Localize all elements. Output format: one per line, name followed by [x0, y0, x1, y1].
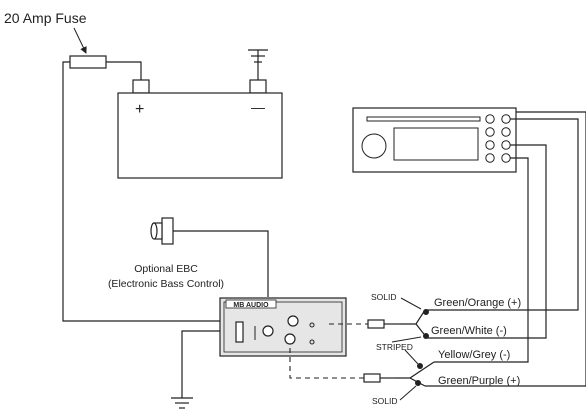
rca-plug-lower [363, 373, 395, 383]
split-dot-lower-solid [415, 380, 421, 386]
solid-label-bottom: SOLID [372, 396, 398, 406]
head-unit-wire-yellow-grey [434, 157, 529, 363]
battery-body [117, 92, 283, 179]
head-unit-body [352, 107, 517, 173]
battery-positive-sign: + [135, 101, 144, 118]
split-dot-lower-striped [417, 363, 423, 369]
amplifier-ground-icon [171, 397, 193, 409]
rca-split-lower [395, 361, 435, 387]
amplifier-fuse-slot [235, 321, 244, 343]
solid-bottom-leader [399, 385, 417, 401]
amplifier-brand: MB AUDIO [233, 302, 269, 309]
striped-leader-lower [404, 349, 419, 365]
rca-split-upper [400, 309, 435, 339]
battery-terminal-negative [249, 79, 267, 94]
head-unit-slot [366, 116, 481, 122]
head-unit-knob [361, 133, 387, 159]
battery-terminal-positive [132, 79, 150, 94]
head-unit-wire-green-purple [425, 111, 586, 387]
wire-label-green-orange: Green/Orange (+) [434, 297, 521, 309]
solid-label-top: SOLID [371, 292, 397, 302]
wire-label-yellow-grey: Yellow/Grey (-) [438, 349, 510, 361]
striped-label: STRIPED [376, 342, 413, 352]
amplifier-switch [309, 339, 315, 345]
amplifier-ground-wire [181, 330, 220, 398]
amplifier-knob-gain [262, 325, 274, 337]
split-dot-upper-solid [423, 309, 429, 315]
rca-plug-upper [367, 319, 400, 329]
solid-top-leader [400, 297, 422, 310]
fuse-label: 20 Amp Fuse [4, 10, 87, 26]
power-wire [62, 61, 233, 322]
striped-leader-upper [391, 336, 422, 343]
amplifier-knob-bass [284, 333, 296, 345]
rca-cable-lower [289, 348, 364, 379]
fuse-to-battery-wire [106, 61, 142, 80]
head-unit-rca-jacks [485, 114, 511, 163]
split-dot-upper-striped [423, 333, 429, 339]
fuse-body [69, 55, 107, 69]
amplifier-led [309, 322, 315, 328]
amplifier: MB AUDIO [219, 297, 347, 357]
battery: + — [117, 79, 283, 179]
head-unit-wire-green-white [427, 144, 547, 339]
amplifier-knob-crossover [287, 315, 299, 327]
head-unit [352, 107, 517, 173]
head-unit-display [393, 127, 479, 161]
wire-label-green-white: Green/White (-) [431, 325, 507, 337]
ebc-label-line1: Optional EBC [134, 263, 198, 275]
ebc-cable [173, 230, 269, 297]
ebc-knob-icon [150, 217, 174, 245]
battery-ground-icon [248, 49, 268, 80]
battery-negative-sign: — [251, 99, 265, 115]
head-unit-wire-green-orange [435, 118, 579, 311]
ebc-label-line2: (Electronic Bass Control) [108, 278, 224, 290]
fuse-pointer-arrow [73, 27, 87, 54]
wire-label-green-purple: Green/Purple (+) [438, 375, 520, 387]
